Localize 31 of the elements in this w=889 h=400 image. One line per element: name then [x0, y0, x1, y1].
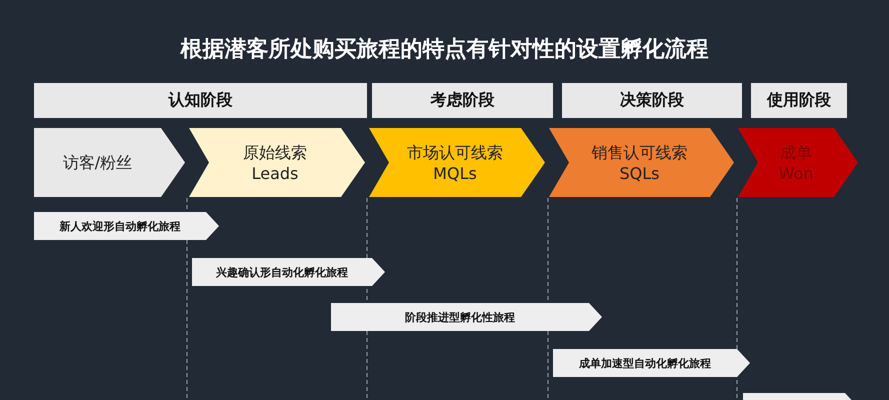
- process-step: [189, 128, 365, 197]
- lead-stage-label: 访客/粉丝: [62, 152, 132, 173]
- lead-stage-label: MQLs: [433, 162, 477, 184]
- stage-label: 决策阶段: [620, 90, 684, 111]
- lead-stage-label: 销售认可线索: [592, 142, 688, 162]
- process-step: [549, 128, 734, 197]
- stage-header: [34, 83, 367, 118]
- lead-stage-label: 市场认可线索: [407, 142, 503, 162]
- stage-header: [372, 83, 553, 118]
- journey-label: 兴趣确认形自动化孵化旅程: [216, 264, 348, 280]
- title: 根据潜客所处购买旅程的特点有针对性的设置孵化流程: [179, 36, 710, 64]
- process-step: [34, 128, 185, 197]
- stage-header: [751, 83, 847, 118]
- stage-header: [562, 83, 742, 118]
- journey-label: 新人欢迎形自动孵化旅程: [60, 218, 180, 234]
- stage-label: 考虑阶段: [430, 90, 494, 111]
- stage-label: 使用阶段: [767, 90, 831, 111]
- journey-label: 成单加速型自动化孵化旅程: [579, 356, 711, 370]
- journey-label: 阶段推进型孵化性旅程: [405, 310, 515, 324]
- lead-stage-label: SQLs: [620, 162, 660, 184]
- lead-stage-label: 成单: [780, 142, 812, 162]
- journey-banner: [192, 258, 385, 286]
- process-step: [369, 128, 545, 197]
- journey-banner: [553, 349, 750, 377]
- process-step: [738, 128, 858, 197]
- lead-stage-label: Won: [778, 162, 814, 184]
- journey-banner: [34, 212, 219, 240]
- journey-banner: [331, 303, 602, 331]
- lead-stage-label: Leads: [252, 162, 298, 184]
- lead-stage-label: 原始线索: [243, 142, 307, 162]
- stage-label: 认知阶段: [168, 90, 232, 111]
